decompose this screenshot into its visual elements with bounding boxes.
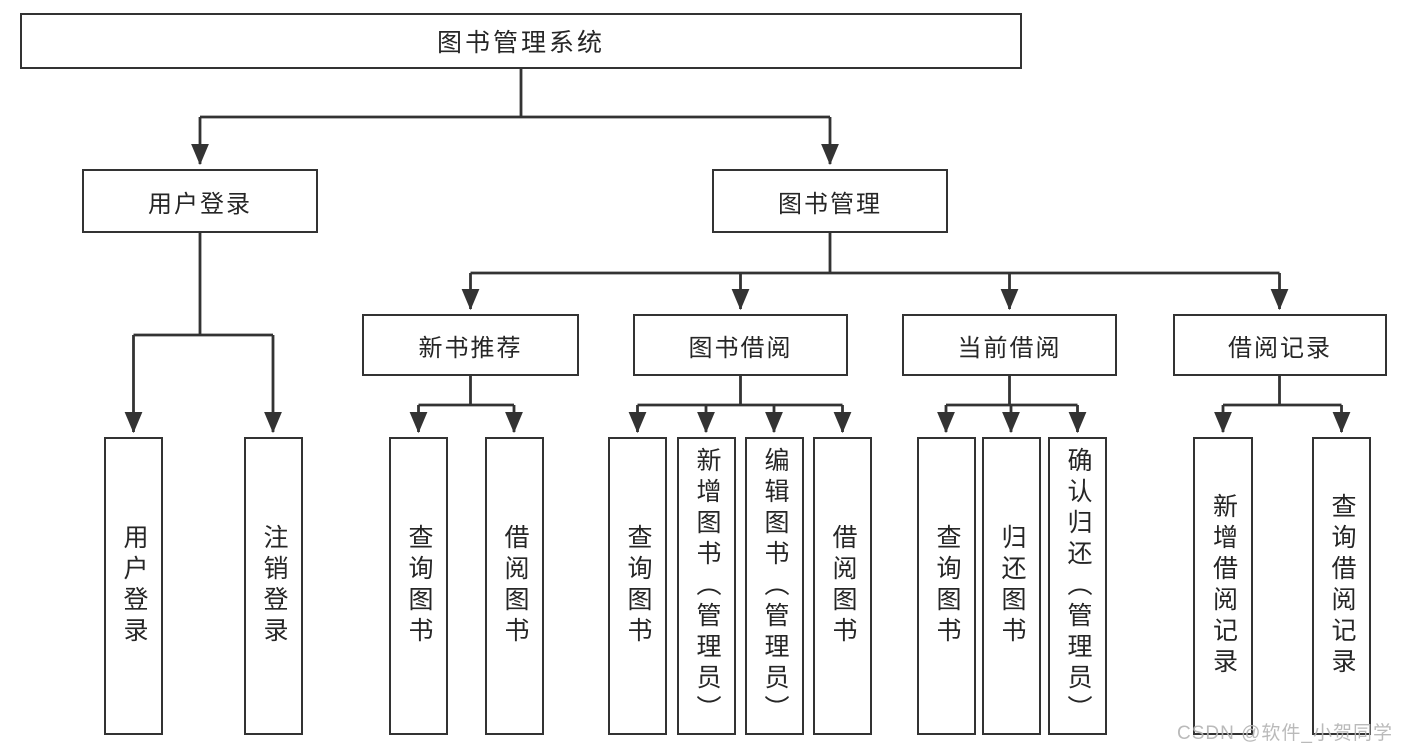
node-label: 借阅记录 (1228, 334, 1332, 362)
leaf-add-borrow-record: 新增借阅记录 (1193, 437, 1253, 735)
node-borrow-records: 借阅记录 (1173, 314, 1387, 376)
node-library-management-system: 图书管理系统 (20, 13, 1022, 69)
node-label: 查询图书 (624, 524, 652, 648)
node-label: 图书借阅 (688, 334, 793, 362)
leaf-user-login: 用户登录 (104, 437, 163, 735)
leaf-borrow-books-recommendation: 借阅图书 (485, 437, 544, 735)
leaf-query-books-current: 查询图书 (917, 437, 976, 735)
leaf-query-books-borrowing: 查询图书 (608, 437, 667, 735)
node-label: 注销登录 (260, 524, 288, 648)
leaf-add-books-admin: 新增图书（管理员） (677, 437, 736, 735)
leaf-return-books: 归还图书 (982, 437, 1041, 735)
node-label: 编辑图书（管理员） (761, 446, 789, 726)
leaf-query-borrow-record: 查询借阅记录 (1312, 437, 1371, 735)
node-book-management: 图书管理 (712, 169, 948, 233)
node-label: 确认归还（管理员） (1064, 446, 1092, 726)
node-label: 借阅图书 (829, 524, 857, 648)
node-label: 查询借阅记录 (1328, 493, 1356, 679)
node-book-borrowing: 图书借阅 (633, 314, 848, 376)
node-label: 用户登录 (120, 524, 148, 648)
node-label: 新书推荐 (418, 334, 523, 362)
node-user-login: 用户登录 (82, 169, 318, 233)
node-label: 归还图书 (998, 524, 1026, 648)
leaf-logout: 注销登录 (244, 437, 303, 735)
node-label: 图书管理 (778, 190, 882, 218)
node-label: 借阅图书 (501, 524, 529, 648)
node-label: 新增借阅记录 (1209, 493, 1238, 679)
csdn-watermark: CSDN @软件_小贺同学 (1177, 723, 1393, 744)
node-label: 新增图书（管理员） (693, 446, 721, 726)
leaf-edit-books-admin: 编辑图书（管理员） (745, 437, 804, 735)
node-current-borrowing: 当前借阅 (902, 314, 1117, 376)
node-label: 图书管理系统 (436, 29, 605, 57)
node-label: 当前借阅 (957, 334, 1062, 362)
leaf-confirm-return-admin: 确认归还（管理员） (1048, 437, 1107, 735)
node-label: 查询图书 (933, 524, 961, 648)
leaf-query-books-recommendation: 查询图书 (389, 437, 448, 735)
node-new-book-recommendation: 新书推荐 (362, 314, 579, 376)
node-label: 用户登录 (148, 190, 252, 218)
leaf-borrow-books-borrowing: 借阅图书 (813, 437, 872, 735)
node-label: 查询图书 (405, 524, 433, 648)
